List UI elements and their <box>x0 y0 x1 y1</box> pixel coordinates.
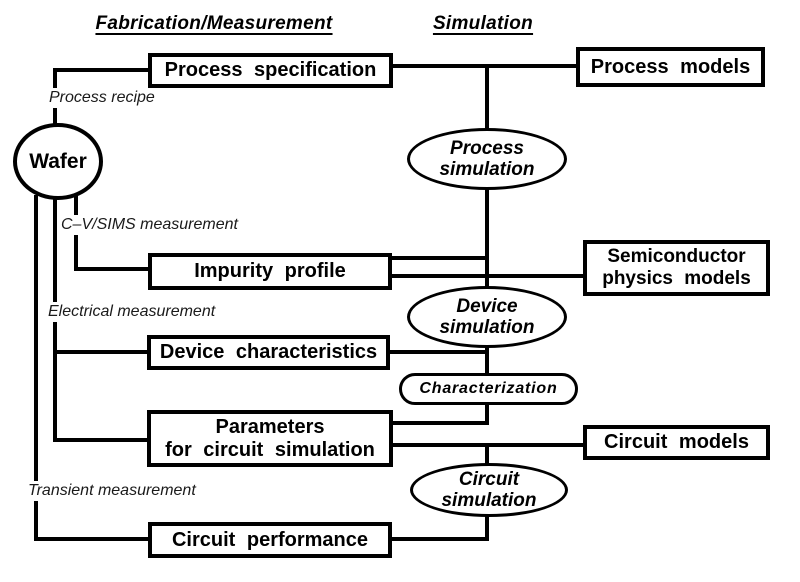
connector-drop-to-process-simulation <box>485 64 489 130</box>
box-parameters-for-circuit-simulation: Parameters for circuit simulation <box>147 410 393 467</box>
pill-characterization-label: Characterization <box>419 380 558 397</box>
ellipse-circuit-simulation-line2: simulation <box>441 490 537 511</box>
edge-label-electrical-measurement: Electrical measurement <box>45 302 219 322</box>
box-impurity-profile: Impurity profile <box>148 253 392 290</box>
ellipse-circuit-simulation-line1: Circuit <box>458 468 520 490</box>
box-semiconductor-line1: Semiconductor <box>607 246 746 268</box>
connector-device-simulation-to-characterization <box>485 346 489 375</box>
box-circuit-models-label: Circuit models <box>604 431 749 453</box>
column-header-simulation: Simulation <box>432 13 534 34</box>
connector-process-simulation-to-device-simulation <box>485 189 489 288</box>
connector-electrical-to-device-characteristics <box>53 350 148 354</box>
wafer-label: Wafer <box>29 149 87 173</box>
edge-label-process-recipe: Process recipe <box>46 88 158 108</box>
connector-impurity-profile-to-process-simulation <box>392 256 489 260</box>
connector-characterization-drop <box>485 403 489 425</box>
ellipse-device-simulation-line1: Device <box>456 295 518 317</box>
box-semiconductor-physics-models: Semiconductor physics models <box>583 240 770 296</box>
box-process-specification: Process specification <box>148 53 393 88</box>
edge-label-cv-sims-measurement: C–V/SIMS measurement <box>58 215 241 235</box>
ellipse-device-simulation-line2: simulation <box>439 317 535 338</box>
ellipse-process-simulation: Process simulation <box>407 128 567 190</box>
ellipse-process-simulation-line2: simulation <box>439 159 535 180</box>
box-process-specification-label: Process specification <box>164 59 377 81</box>
connector-circuit-simulation-to-circuit-performance <box>392 537 489 541</box>
ellipse-circuit-simulation: Circuit simulation <box>410 463 568 517</box>
edge-label-transient-measurement: Transient measurement <box>25 481 199 501</box>
connector-characterization-to-parameters <box>393 421 489 425</box>
connector-drop-to-circuit-simulation <box>485 443 489 467</box>
box-circuit-performance: Circuit performance <box>148 522 392 558</box>
box-process-models-label: Process models <box>590 55 751 78</box>
box-impurity-profile-label: Impurity profile <box>194 260 346 282</box>
connector-wafer-to-process-specification <box>53 68 149 72</box>
box-parameters-line1: Parameters <box>215 415 325 438</box>
pill-characterization: Characterization <box>399 373 578 405</box>
wafer-node: Wafer <box>13 123 103 200</box>
box-device-characteristics: Device characteristics <box>147 335 390 370</box>
connector-circuit-simulation-drop <box>485 513 489 541</box>
box-parameters-line2: for circuit simulation <box>165 438 375 461</box>
box-circuit-models: Circuit models <box>583 425 770 460</box>
ellipse-process-simulation-line1: Process <box>450 137 524 159</box>
box-circuit-performance-label: Circuit performance <box>171 528 369 551</box>
connector-wafer-transient-drop <box>34 195 38 541</box>
box-semiconductor-line2: physics models <box>602 268 751 289</box>
box-process-models: Process models <box>576 47 765 87</box>
connector-cv-sims-to-impurity-profile <box>74 267 149 271</box>
ellipse-device-simulation: Device simulation <box>407 286 567 348</box>
column-header-fabrication-measurement: Fabrication/Measurement <box>95 13 333 34</box>
connector-transient-to-circuit-performance <box>34 537 149 541</box>
connector-device-characteristics-to-device-simulation <box>390 350 489 354</box>
connector-electrical-to-parameters <box>53 438 148 442</box>
box-device-characteristics-label: Device characteristics <box>159 341 378 363</box>
